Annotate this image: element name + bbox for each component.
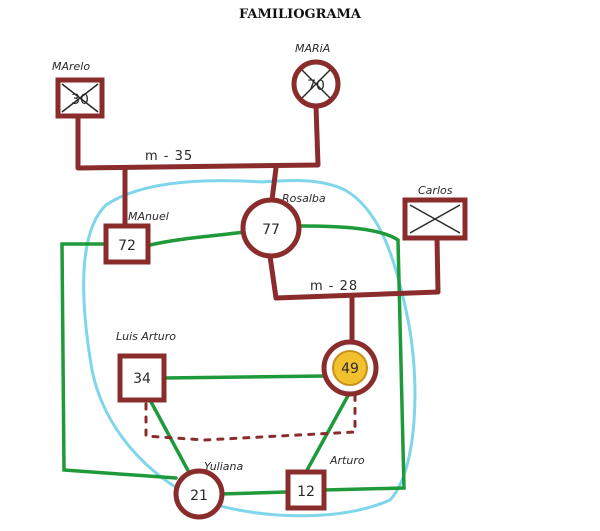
household-boundary [82, 178, 417, 518]
yuliana-name: Yuliana [204, 460, 244, 473]
grandfather-deceased-cross [61, 83, 99, 113]
person-index: 49 [321, 339, 379, 397]
grandmother-name: MARiA [295, 42, 330, 55]
person-mother: Rosalba 77 [240, 192, 326, 259]
carlos-deceased-cross [409, 204, 461, 234]
second-marriage-label: m - 28 [310, 279, 358, 294]
dotted-relation-line [144, 392, 357, 442]
carlos-name: Carlos [418, 184, 453, 197]
index-age: 49 [341, 361, 359, 377]
grandmother-age: 70 [307, 78, 325, 94]
father-square [103, 223, 151, 265]
person-carlos: Carlos [402, 184, 468, 241]
father-name: MAnuel [128, 210, 169, 223]
person-father: MAnuel 72 [103, 210, 169, 265]
father-age: 72 [118, 238, 136, 254]
diagram-title: FAMILIOGRAMA [239, 7, 362, 22]
luis-arturo-age: 34 [133, 371, 151, 387]
luis-arturo-square [117, 353, 167, 403]
person-luis-arturo: Luis Arturo 34 [116, 330, 176, 403]
person-arturo: Arturo 12 [285, 454, 365, 511]
family-lines [75, 103, 441, 345]
grandfather-age: 30 [71, 92, 89, 108]
person-grandmother: MARiA 70 [291, 42, 341, 109]
grandfather-name: MArelo [52, 60, 90, 73]
index-highlight-circle [332, 350, 368, 386]
grandmother-deceased-cross [301, 69, 331, 99]
mother-name: Rosalba [282, 192, 326, 205]
yuliana-age: 21 [190, 488, 208, 504]
arturo-square [285, 469, 327, 511]
person-yuliana: Yuliana 21 [173, 460, 244, 520]
person-grandfather: MArelo 30 [52, 60, 105, 119]
arturo-age: 12 [297, 484, 315, 500]
luis-arturo-name: Luis Arturo [116, 330, 176, 343]
yuliana-circle [173, 468, 225, 520]
arturo-name: Arturo [329, 454, 365, 467]
mother-circle [240, 197, 302, 259]
mother-age: 77 [262, 222, 280, 238]
grandparents-marriage-label: m - 35 [145, 149, 193, 164]
